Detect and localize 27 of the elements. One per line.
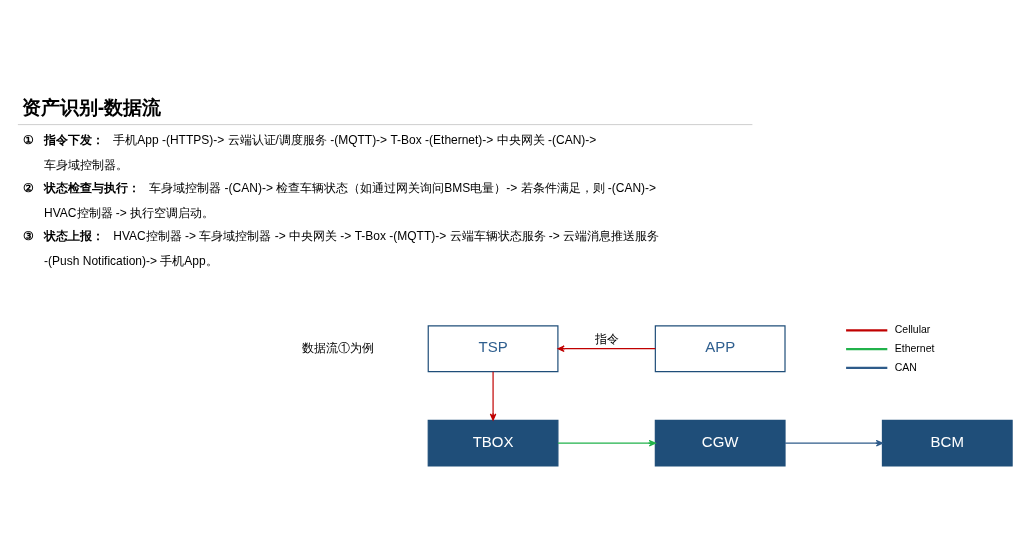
node-box: CGW <box>654 419 786 467</box>
legend-label: Cellular <box>894 324 931 336</box>
label: ② <box>23 181 35 196</box>
label: 指令下发： <box>44 133 105 148</box>
node-box: TSP <box>427 325 559 373</box>
node-box: BCM <box>881 419 1013 467</box>
label: 状态上报： <box>44 229 105 244</box>
label: HVAC控制器 -> 车身域控制器 -> 中央网关 -> T-Box -(MQTT)-> 云端车辆状态服务 -> 云端消息推送服务 <box>113 229 660 244</box>
edge-label: 指令 <box>594 331 619 346</box>
label: -(Push Notification)-> 手机App。 <box>44 253 218 268</box>
label: 手机App -(HTTPS)-> 云端认证/调度服务 -(MQTT)-> T-Box -(Ethernet)-> 中央网关 -(CAN)-> <box>113 133 597 148</box>
diagram-title: 资产识别-数据流 <box>21 95 162 118</box>
label: ① <box>23 133 35 148</box>
legend-label: Ethernet <box>894 342 935 354</box>
label: 车身域控制器。 <box>44 158 129 173</box>
arrow <box>489 371 497 421</box>
label: 车身域控制器 -(CAN)-> 检查车辆状态（如通过网关询问BMS电量）-> 若条件满足，则 -(CAN)-> <box>149 181 657 196</box>
node-box: TBOX <box>427 419 559 467</box>
label: ③ <box>23 229 35 244</box>
legend-label: CAN <box>894 361 917 373</box>
arrow <box>784 439 883 447</box>
arrow <box>557 345 656 352</box>
label: 数据流①为例 <box>301 340 374 355</box>
label: 状态检查与执行： <box>44 181 141 196</box>
arrow <box>557 439 656 447</box>
node-box: APP <box>654 325 786 373</box>
label: HVAC控制器 -> 执行空调启动。 <box>44 206 215 221</box>
